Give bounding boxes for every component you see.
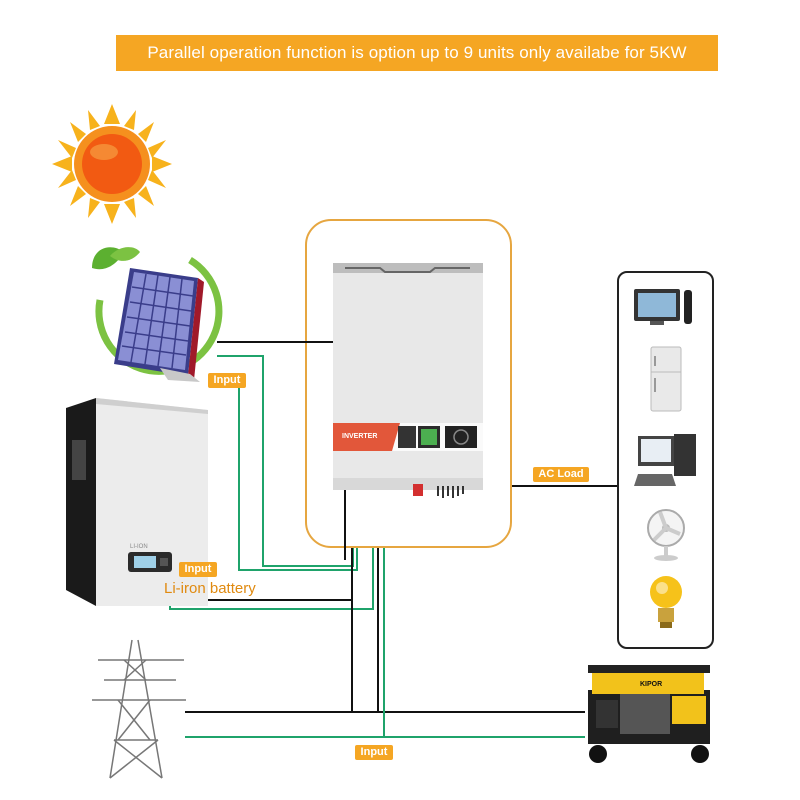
- fan-icon: [647, 509, 685, 561]
- solar-input-tag: Input: [208, 373, 246, 388]
- tv-icon: [634, 289, 692, 325]
- grid-input-tag: Input: [355, 745, 393, 760]
- ac-load-tag: AC Load: [533, 467, 589, 482]
- ac-load-label: AC Load: [538, 468, 584, 480]
- inverter-icon: [333, 263, 483, 498]
- banner-text: Parallel operation function is option up…: [147, 43, 687, 62]
- refrigerator-icon: [650, 346, 682, 412]
- solar-input-label: Input: [213, 374, 241, 386]
- battery-name-label: Li-iron battery: [164, 580, 256, 597]
- generator-icon: KIPOR: [588, 665, 710, 763]
- svg-text:LI-ION: LI-ION: [130, 544, 148, 550]
- light-bulb-icon: [650, 576, 682, 628]
- grid-wires: [185, 548, 585, 738]
- battery-input-tag: Input: [179, 562, 217, 577]
- battery-input-label: Input: [184, 563, 212, 575]
- computer-icon: [634, 434, 696, 486]
- inverter-panel-label: INVERTER: [342, 433, 378, 440]
- solar-panel-icon: [92, 247, 223, 382]
- sun-icon: [52, 104, 172, 224]
- svg-text:KIPOR: KIPOR: [640, 681, 662, 688]
- battery-cabinet-icon: LI-ION: [66, 398, 208, 606]
- power-tower-icon: [92, 639, 186, 779]
- parallel-operation-banner: Parallel operation function is option up…: [116, 35, 718, 71]
- grid-input-label: Input: [360, 746, 388, 758]
